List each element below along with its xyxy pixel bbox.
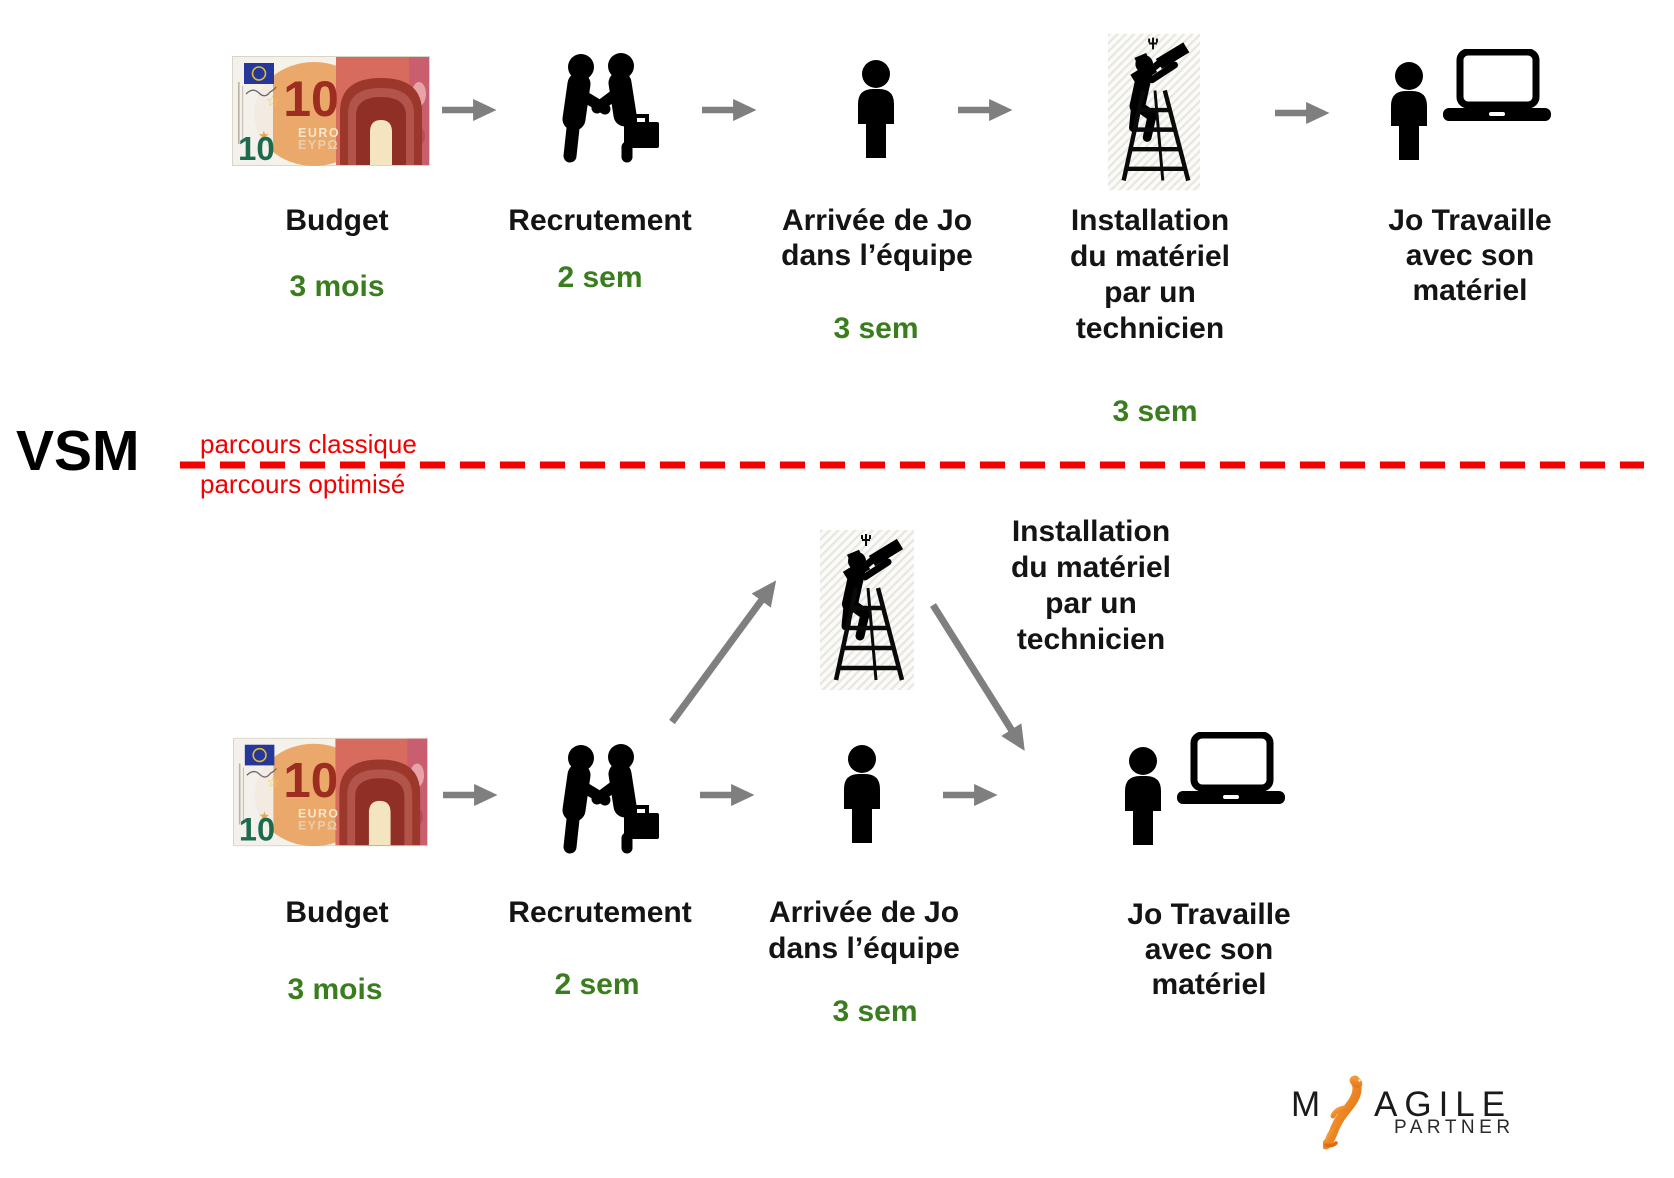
flow-arrow-icon (700, 783, 755, 807)
classic-path-label: parcours classique (200, 429, 417, 459)
classic-step-arrivee-duration: 3 sem (833, 312, 919, 345)
person-icon (844, 745, 880, 843)
optimized-step-arrivee-label: Arrivée de Jo dans l’équipe (768, 896, 960, 965)
vsm-title: VSM (16, 419, 140, 483)
flow-arrow-icon (443, 783, 498, 807)
person-icon (858, 60, 894, 158)
optimized-step-budget-duration: 3 mois (287, 973, 383, 1006)
flow-arrow-icon (442, 98, 497, 122)
handshake-icon (562, 744, 659, 854)
optimized-path-label: parcours optimisé (200, 469, 406, 499)
person-icon (1391, 62, 1427, 160)
banknote-euro-greek: ΕΥΡΩ (298, 818, 338, 832)
star-glyph: ★ (259, 809, 270, 824)
classic-step-budget-label: Budget (285, 204, 389, 237)
euro-banknote-icon: ☆ ★ 10 EURO ΕΥΡΩ 10 (233, 737, 428, 847)
diagonal-arrow-down-icon (930, 603, 1025, 751)
optimized-step-budget-label: Budget (285, 896, 389, 929)
diagonal-arrow-up-icon (669, 580, 777, 725)
banknote-value: 10 (283, 753, 338, 808)
banknote-euro-greek: ΕΥΡΩ (298, 138, 339, 152)
optimized-step-arrivee-duration: 3 sem (832, 995, 918, 1028)
optimized-step-travaille-label: Jo Travaille avec son matériel (1127, 898, 1291, 1001)
classic-step-travaille-label: Jo Travaille avec son matériel (1388, 204, 1552, 307)
classic-step-recrutement-duration: 2 sem (557, 261, 643, 294)
optimized-step-installation-label: Installation du matériel par un technici… (1010, 515, 1172, 656)
logo-partner-text: PARTNER (1394, 1117, 1515, 1138)
banknote-value-small: 10 (239, 811, 275, 847)
flow-arrow-icon (1275, 101, 1330, 125)
red-dashed-divider (180, 461, 1644, 469)
laptop-icon (1177, 732, 1285, 804)
star-glyph: ☆ (266, 775, 279, 791)
classic-step-installation-duration: 3 sem (1112, 395, 1198, 428)
handshake-icon (562, 53, 659, 163)
logo-letter-m: M (1291, 1085, 1328, 1124)
banknote-value: 10 (283, 71, 339, 127)
flow-arrow-icon (958, 98, 1013, 122)
flow-arrow-icon (943, 783, 998, 807)
optimized-step-recrutement-label: Recrutement (508, 896, 692, 929)
banknote-euro-latin: EURO (298, 807, 339, 821)
classic-step-budget-duration: 3 mois (289, 270, 385, 303)
technician-ladder-icon (820, 530, 914, 690)
euro-banknote-icon: ☆ ★ 10 EURO ΕΥΡΩ 10 (232, 56, 430, 166)
banknote-value-small: 10 (238, 130, 275, 166)
laptop-icon (1443, 49, 1551, 121)
person-icon (1125, 747, 1161, 845)
lizard-icon (1323, 1075, 1363, 1150)
optimized-step-recrutement-duration: 2 sem (554, 968, 640, 1001)
logo-agile-text: AGILE (1374, 1085, 1513, 1124)
star-glyph: ☆ (266, 93, 279, 110)
classic-step-installation-label: Installation du matériel par un technici… (1069, 204, 1231, 345)
star-glyph: ★ (258, 128, 270, 143)
classic-step-recrutement-label: Recrutement (508, 204, 692, 237)
banknote-euro-latin: EURO (298, 126, 340, 140)
flow-arrow-icon (702, 98, 757, 122)
technician-ladder-icon (1108, 33, 1200, 191)
classic-step-arrivee-label: Arrivée de Jo dans l’équipe (781, 204, 973, 272)
